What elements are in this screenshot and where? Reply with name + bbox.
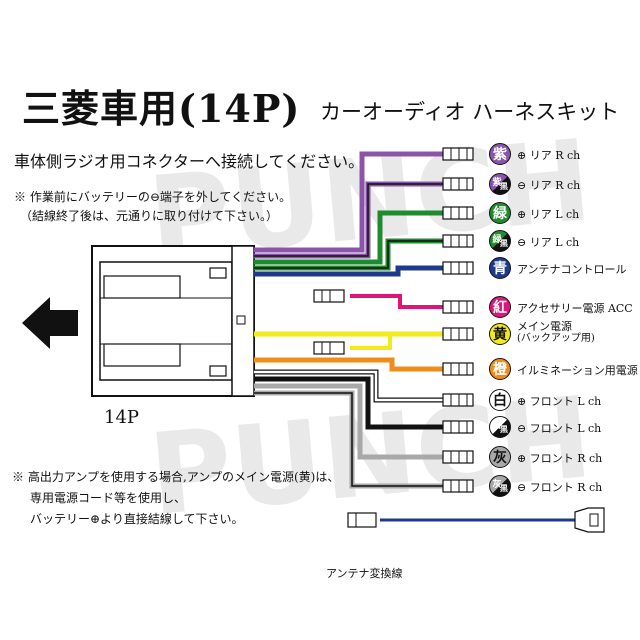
wire-color-badge: 緑	[489, 202, 511, 224]
terminal-right-6	[442, 327, 474, 341]
wire-orange	[254, 357, 443, 372]
instruction-text: 車体側ラジオ用コネクターへ接続してください。	[14, 152, 365, 171]
wire-green-plus	[254, 210, 443, 265]
badge-char: 緑	[493, 206, 507, 222]
badge-sub-char: 黒	[500, 181, 508, 191]
wire-purple-minus-stripe	[254, 183, 443, 257]
terminal-right-2	[442, 206, 474, 220]
antenna-cable-label: アンテナ変換線	[326, 567, 403, 580]
wire-red-acc	[350, 294, 443, 309]
terminal-acc-left	[313, 289, 345, 303]
wire-description: ⊖ リア L ch	[517, 236, 580, 249]
badge-char: 青	[493, 261, 507, 277]
wire-description: アクセサリー電源 ACC	[517, 302, 633, 315]
note-top-line-1: ※ 作業前にバッテリーの⊖端子を外してください。	[14, 190, 292, 204]
wire-gray-plus	[254, 383, 443, 460]
badge-char: 紫	[493, 147, 507, 163]
badge-char: 緑	[492, 234, 502, 245]
terminal-right-8	[442, 393, 474, 407]
wire-blue	[254, 265, 443, 277]
badge-char: 紫	[492, 177, 502, 188]
terminal-right-10	[442, 450, 474, 464]
terminal-antenna-right	[574, 507, 605, 533]
wire-purple-plus	[254, 151, 443, 253]
terminal-right-0	[442, 147, 474, 161]
wire-color-badge: 灰	[489, 446, 511, 468]
wire-color-badge: 白黒	[489, 416, 511, 438]
note-bottom-line-3: バッテリー⊕より直接結線して下さい。	[30, 512, 244, 526]
direction-arrow	[22, 297, 78, 349]
terminal-right-7	[442, 362, 474, 376]
wire-color-badge: 白	[489, 389, 511, 411]
terminal-right-1	[442, 177, 474, 191]
note-bottom-line-1: ※ 高出力アンプを使用する場合,アンプのメイン電源(黄)は、	[12, 470, 340, 484]
wire-description: ⊕ リア L ch	[517, 208, 580, 221]
badge-char: 白	[492, 420, 502, 431]
terminal-right-11	[442, 479, 474, 493]
wire-color-badge: 紅	[489, 296, 511, 318]
wire-description: ⊖ フロント R ch	[517, 481, 603, 494]
wire-description: メイン電源(バックアップ用)	[517, 320, 595, 345]
wire-color-badge: 紫黒	[489, 173, 511, 195]
wire-description: ⊖ フロント L ch	[517, 422, 602, 435]
wire-color-badge: 橙	[489, 358, 511, 380]
right-terminals	[442, 147, 474, 493]
wire-yellow-branch	[350, 334, 392, 350]
note-bottom-line-2: 専用電源コード等を使用し、	[30, 491, 187, 505]
terminal-right-4	[442, 261, 474, 275]
terminal-yellow-left	[313, 341, 345, 355]
page-subtitle: カーオーディオ ハーネスキット	[320, 100, 620, 124]
wire-description: イルミネーション用電源	[517, 364, 638, 377]
wire-description: ⊕ フロント L ch	[517, 395, 602, 408]
wire-white-plus-core	[254, 370, 443, 402]
wire-color-badge: 灰黒	[489, 475, 511, 497]
wire-description: ⊖ リア R ch	[517, 179, 581, 192]
terminal-antenna-left	[347, 512, 377, 528]
wire-color-badge: 黄	[489, 323, 511, 345]
note-top-line-2: （結線終了後は、元通りに取り付けて下さい。）	[20, 209, 279, 223]
wire-green-minus-stripe	[254, 240, 443, 269]
terminal-right-9	[442, 420, 474, 434]
badge-char: 灰	[492, 479, 502, 490]
wire-color-badge: 青	[489, 257, 511, 279]
page-title: 三菱車用(14P)	[22, 86, 301, 131]
wire-color-badge: 紫	[489, 143, 511, 165]
badge-char: 灰	[493, 450, 507, 466]
wire-white-minus	[254, 376, 443, 430]
terminal-right-5	[442, 300, 474, 314]
wire-gray-minus-stripe	[254, 392, 443, 487]
badge-sub-char: 黒	[500, 424, 508, 434]
connector-14p	[91, 245, 255, 397]
wires	[254, 151, 575, 522]
badge-sub-char: 黒	[500, 238, 508, 248]
wire-description: ⊕ フロント R ch	[517, 452, 603, 465]
badge-sub-char: 黒	[500, 483, 508, 493]
wire-description: ⊕ リア R ch	[517, 149, 581, 162]
terminal-right-3	[442, 234, 474, 248]
badge-char: 紅	[493, 300, 507, 316]
connector-label: 14P	[104, 407, 140, 428]
badge-char: 黄	[493, 327, 507, 343]
wire-description: アンテナコントロール	[517, 263, 627, 276]
badge-char: 白	[493, 393, 507, 409]
badge-char: 橙	[493, 362, 507, 378]
wire-color-badge: 緑黒	[489, 230, 511, 252]
